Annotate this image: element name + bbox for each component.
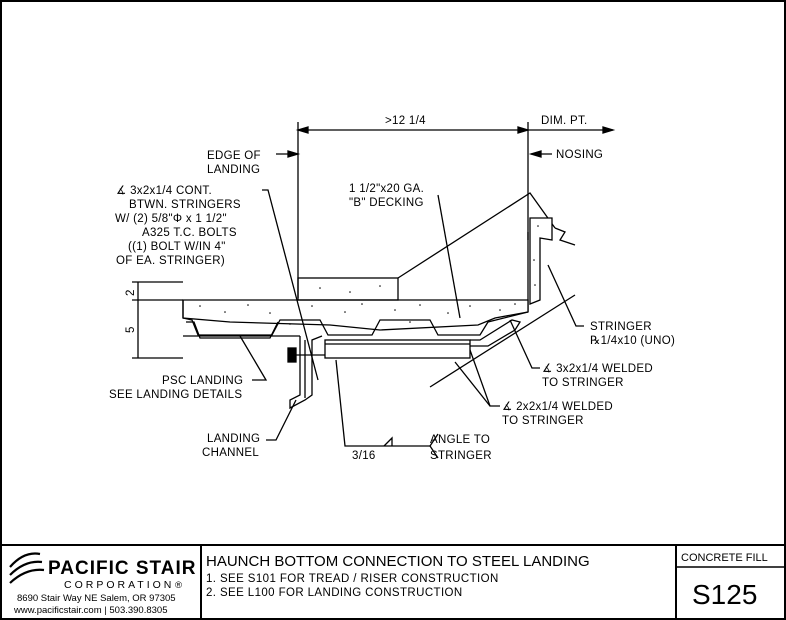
leader-landing-channel	[266, 399, 297, 441]
dim-5-label: 5	[125, 326, 137, 333]
dim-pt-label: DIM. PT.	[541, 115, 588, 127]
landing-channel	[289, 335, 323, 410]
edge-of-landing-label-2: LANDING	[207, 164, 260, 176]
edge-of-landing-label-1: EDGE OF	[207, 150, 261, 162]
weld-tail	[429, 433, 439, 447]
nosing-label: NOSING	[556, 149, 603, 161]
weld-symbol-leader	[335, 359, 430, 447]
dim-2-label: 2	[125, 289, 137, 296]
company-corporation: CORPORATION	[64, 579, 174, 591]
company-name: PACIFIC STAIR	[48, 558, 196, 579]
registered-mark: ®	[175, 580, 182, 591]
angle-to-stringer-note-1: ANGLE TO	[430, 434, 490, 446]
weld-size-label: 3/16	[352, 450, 376, 462]
angle-cont-note-2: BTWN. STRINGERS	[129, 199, 241, 211]
angle-3x2-cont	[324, 339, 471, 359]
title-note-1: 1. SEE S101 FOR TREAD / RISER CONSTRUCTI…	[206, 573, 499, 585]
raised-concrete-block	[297, 277, 399, 301]
leader-angle-2x2-b	[454, 361, 491, 407]
tread-concrete	[529, 217, 553, 305]
title-note-2: 2. SEE L100 FOR LANDING CONSTRUCTION	[206, 587, 463, 599]
drawing-title: HAUNCH BOTTOM CONNECTION TO STEEL LANDIN…	[206, 553, 590, 570]
detail-geometry	[132, 122, 616, 459]
landing-concrete-slab	[182, 299, 529, 331]
stringer-break-line	[554, 227, 576, 246]
stringer-bottom-edge	[429, 294, 576, 388]
dimension-arrow-right	[517, 126, 531, 134]
leader-angle-3x2-welded	[509, 319, 540, 369]
metal-decking-inner	[186, 321, 279, 339]
angle-2x2-welded-note-1: ∡ 2x2x1/4 WELDED	[502, 401, 613, 413]
weld-symbol-fillet	[383, 436, 393, 447]
angle-2x2-welded-note-2: TO STRINGER	[502, 415, 584, 427]
stringer-note-1: STRINGER	[590, 321, 652, 333]
angle-3x2-welded-note-2: TO STRINGER	[542, 377, 624, 389]
angle-2x2-welded	[470, 319, 522, 347]
angle-cont-note-3: W/ (2) 5/8"Φ x 1 1/2"	[115, 213, 227, 225]
psc-landing-note-2: SEE LANDING DETAILS	[109, 389, 242, 401]
company-address: 8690 Stair Way NE Salem, OR 97305	[17, 593, 176, 604]
landing-channel-note-1: LANDING	[207, 433, 260, 445]
angle-cont-note-6: OF EA. STRINGER)	[116, 255, 225, 267]
decking-note-1: 1 1/2"x20 GA.	[349, 183, 424, 195]
leader-angle-cont	[262, 189, 319, 381]
decking-note-2: "B" DECKING	[349, 197, 424, 209]
angle-3x2-welded-note-1: ∡ 3x2x1/4 WELDED	[542, 363, 653, 375]
dimension-top-label: >12 1/4	[385, 115, 426, 127]
edge-arrow	[287, 150, 301, 158]
category-label: CONCRETE FILL	[681, 552, 768, 564]
sheet-number: S125	[692, 579, 757, 610]
stringer-note-2: ℞1/4x10 (UNO)	[590, 335, 675, 347]
title-block: PACIFIC STAIR CORPORATION ® 8690 Stair W…	[1, 544, 785, 619]
dimension-arrow-left	[295, 126, 309, 134]
nosing-arrow	[528, 150, 542, 158]
concrete-stipple	[199, 225, 539, 325]
weld-tail-b	[429, 445, 439, 459]
stringer-plate-outline	[397, 192, 556, 279]
angle-cont-note-4: A325 T.C. BOLTS	[142, 227, 237, 239]
metal-decking	[182, 311, 529, 336]
angle-cont-note-5: ((1) BOLT W/IN 4"	[128, 241, 226, 253]
angle-to-stringer-note-2: STRINGER	[430, 450, 492, 462]
pacific-stair-logo	[9, 552, 45, 584]
leader-stringer	[547, 264, 584, 327]
company-web-phone: www.pacificstair.com | 503.390.8305	[13, 605, 168, 616]
landing-channel-note-2: CHANNEL	[202, 447, 259, 459]
drawing-notes: >12 1/4 DIM. PT. NOSING EDGE OF LANDING …	[109, 115, 675, 462]
leader-decking	[437, 194, 461, 319]
leader-psc-landing	[239, 335, 268, 381]
dimension-arrow-far	[602, 126, 616, 134]
psc-landing-note-1: PSC LANDING	[162, 375, 243, 387]
angle-cont-note-1: ∡ 3x2x1/4 CONT.	[116, 185, 212, 197]
